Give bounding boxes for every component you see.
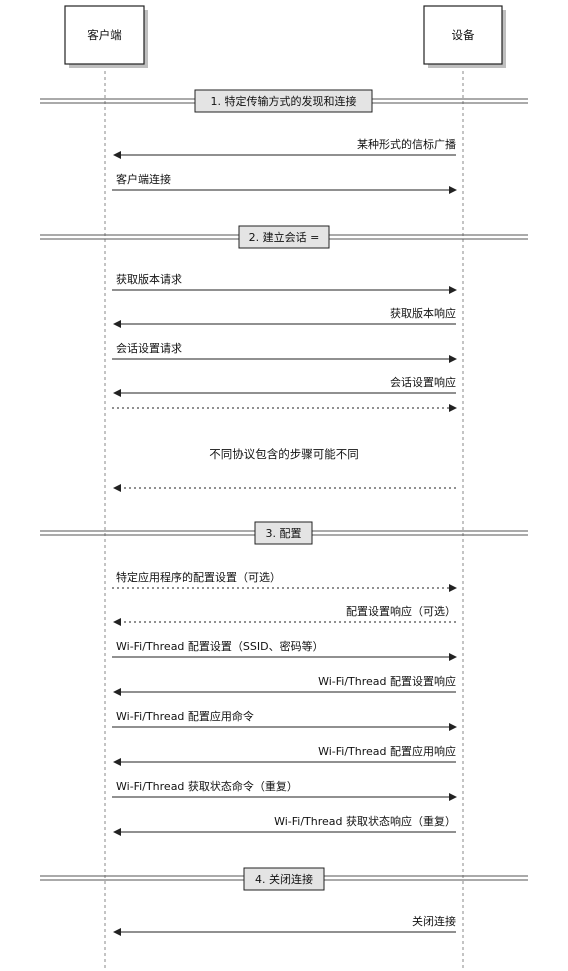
message-wifi-config-response: Wi-Fi/Thread 配置设置响应: [113, 674, 456, 696]
device-label: 设备: [452, 28, 475, 42]
section-label-4: 4. 关闭连接: [255, 872, 313, 886]
section-divider-4: 4. 关闭连接: [40, 867, 528, 891]
svg-text:Wi-Fi/Thread 配置设置响应: Wi-Fi/Thread 配置设置响应: [318, 674, 456, 688]
message-session-setup-response: 会话设置响应: [113, 375, 456, 397]
svg-text:Wi-Fi/Thread 获取状态命令（重复）: Wi-Fi/Thread 获取状态命令（重复）: [116, 779, 298, 793]
message-wifi-status-command: Wi-Fi/Thread 获取状态命令（重复）: [112, 779, 457, 801]
device-participant: 设备: [423, 5, 506, 68]
section-label-3: 3. 配置: [266, 527, 302, 540]
client-participant: 客户端: [64, 5, 148, 68]
svg-text:Wi-Fi/Thread 配置设置（SSID、密码等）: Wi-Fi/Thread 配置设置（SSID、密码等）: [116, 639, 324, 653]
message-beacon-broadcast: 某种形式的信标广播: [113, 137, 456, 159]
message-close-connection: 关闭连接: [113, 914, 456, 936]
svg-text:某种形式的信标广播: 某种形式的信标广播: [357, 137, 456, 151]
client-label: 客户端: [87, 28, 122, 42]
message-wifi-apply-command: Wi-Fi/Thread 配置应用命令: [112, 709, 457, 731]
svg-text:获取版本请求: 获取版本请求: [116, 272, 182, 286]
svg-text:会话设置响应: 会话设置响应: [390, 375, 456, 389]
protocol-variation-note: 不同协议包含的步骤可能不同: [209, 447, 359, 461]
svg-text:会话设置请求: 会话设置请求: [116, 342, 182, 355]
svg-text:Wi-Fi/Thread 获取状态响应（重复）: Wi-Fi/Thread 获取状态响应（重复）: [274, 814, 456, 828]
message-app-config-response: 配置设置响应（可选）: [113, 604, 456, 626]
section-divider-1: 1. 特定传输方式的发现和连接: [40, 89, 528, 113]
message-wifi-config-setting: Wi-Fi/Thread 配置设置（SSID、密码等）: [112, 639, 457, 661]
section-divider-2: 2. 建立会话 =: [40, 225, 528, 249]
svg-text:特定应用程序的配置设置（可选）: 特定应用程序的配置设置（可选）: [116, 570, 281, 584]
message-session-setup-request: 会话设置请求: [112, 342, 457, 363]
section-label-1: 1. 特定传输方式的发现和连接: [211, 94, 357, 108]
section-divider-3: 3. 配置: [40, 521, 528, 545]
svg-text:客户端连接: 客户端连接: [116, 172, 171, 186]
section-label-2: 2. 建立会话 =: [249, 230, 320, 244]
svg-text:获取版本响应: 获取版本响应: [390, 306, 456, 320]
message-client-connect: 客户端连接: [112, 172, 457, 194]
svg-text:关闭连接: 关闭连接: [412, 914, 456, 928]
message-wifi-apply-response: Wi-Fi/Thread 配置应用响应: [113, 744, 456, 766]
message-wifi-status-response: Wi-Fi/Thread 获取状态响应（重复）: [113, 814, 456, 836]
svg-text:Wi-Fi/Thread 配置应用响应: Wi-Fi/Thread 配置应用响应: [318, 744, 456, 758]
message-get-version-request: 获取版本请求: [112, 272, 457, 294]
svg-text:配置设置响应（可选）: 配置设置响应（可选）: [346, 604, 456, 618]
message-app-config-setting: 特定应用程序的配置设置（可选）: [112, 570, 457, 592]
note-label: 不同协议包含的步骤可能不同: [209, 447, 359, 461]
message-get-version-response: 获取版本响应: [113, 306, 456, 328]
svg-text:Wi-Fi/Thread 配置应用命令: Wi-Fi/Thread 配置应用命令: [116, 709, 254, 723]
